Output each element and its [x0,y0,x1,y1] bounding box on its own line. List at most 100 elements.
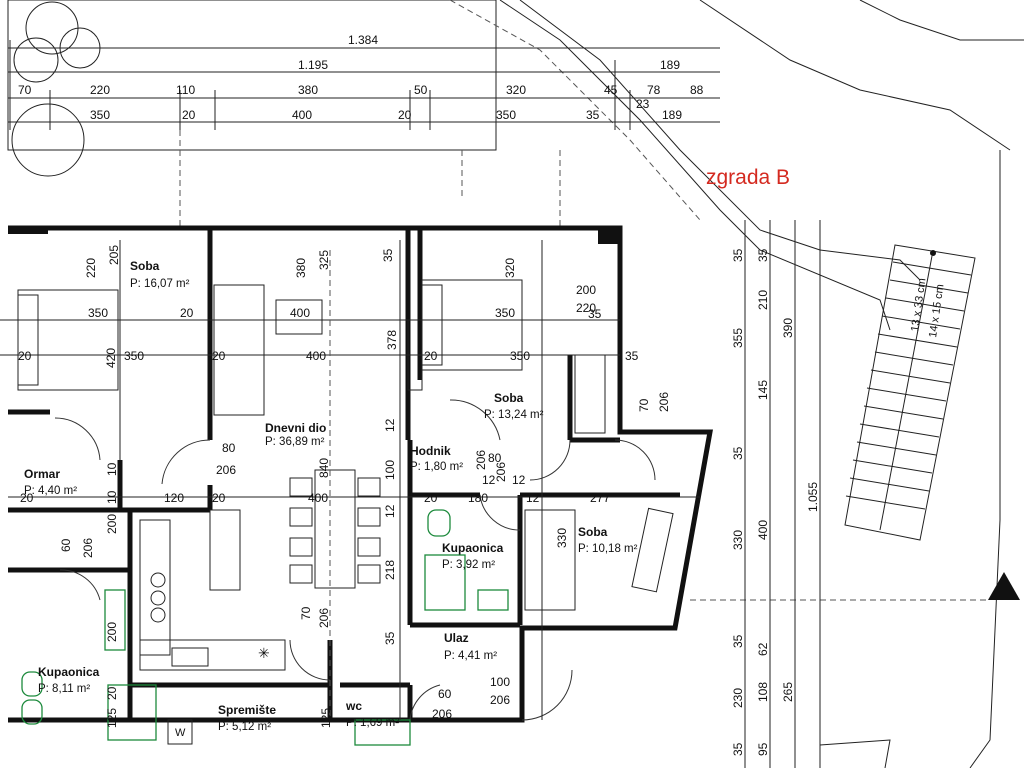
room-name: Spremište [218,703,276,717]
dimension-label: 20 [398,108,412,122]
tree-icon [13,37,59,83]
dimension-label: 218 [383,560,397,580]
dimension-label: 330 [731,530,745,550]
dimension-label: 45 [604,83,618,97]
dimension-label: 35 [731,446,745,460]
dining-table-icon [314,469,356,589]
door-swing-icon [289,639,331,681]
dimension-label: 35 [588,307,602,321]
dimension-label: 350 [90,108,110,122]
bathroom-fixtures: W ✳ [21,509,509,746]
dimension-label: 189 [662,108,682,122]
sink-icon [171,647,209,667]
external-stairs: 13 x 33 cm 14 x 15 cm [819,244,1020,768]
site-context [7,0,1024,768]
dimension-label: 70 [18,83,32,97]
dimension-label: 35 [731,742,745,756]
dimension-label: 108 [756,682,770,702]
section-marker-icon [988,572,1020,600]
dimension-label: 206 [81,538,95,558]
door-swing-icon [521,669,573,721]
dimension-label: 206 [216,463,236,477]
room-area: P: 3,92 m² [442,559,495,571]
tree-icon [25,1,79,55]
door-swing-icon [449,399,501,441]
dimension-label: 205 [107,245,121,265]
room-area: P: 16,07 m² [130,278,190,290]
dimension-label: 125 [319,708,333,728]
dimension-label: 380 [298,83,318,97]
dimension-label: 400 [308,491,328,505]
dimension-label: 400 [306,349,326,363]
dimension-label: 12 [482,473,496,487]
dimension-label: 320 [503,258,517,278]
dimension-label: 1.195 [298,58,328,72]
right-dimension-lines [744,220,821,768]
dimension-label: 35 [731,634,745,648]
kitchen-island-icon [209,509,241,591]
door-swing-icon [409,684,441,721]
dimension-label: 35 [381,248,395,262]
room-area: P: 1,80 m² [410,461,463,473]
room-area: P: 8,11 m² [38,683,90,695]
dimension-label: 125 [105,708,119,728]
toilet-icon [354,719,411,746]
dimension-label: 265 [781,682,795,702]
shower-icon [424,554,466,611]
dimension-label: 355 [731,328,745,348]
room-name: Soba [130,259,160,273]
dimension-label: 20 [212,349,226,363]
dimension-label: 12 [512,473,526,487]
dimension-label: 350 [124,349,144,363]
room-area: P: 4,41 m² [444,650,497,662]
dimension-label: 70 [637,398,651,412]
dimension-label: 220 [84,258,98,278]
washing-machine-label: W [175,727,186,739]
dimension-label: 12 [383,418,397,432]
room-area: P: 36,89 m² [265,436,325,448]
dimension-label: 23 [636,97,650,111]
dimension-label: 100 [383,460,397,480]
room-area: P: 1,69 m² [346,717,399,729]
room-name: Ulaz [444,631,469,645]
door-swing-icon [54,417,101,461]
dimension-label: 120 [164,491,184,505]
room-name: Kupaonica [38,665,100,679]
dimension-label: 220 [90,83,110,97]
dimension-label: 100 [490,675,510,689]
dimension-label: 277 [590,491,610,505]
building-title: zgrada B [706,166,790,189]
door-swing-icon [614,439,656,481]
room-name: Dnevni dio [265,421,326,435]
dimension-label: 95 [756,742,770,756]
dimension-label: 60 [59,538,73,552]
room-area: P: 10,18 m² [578,543,638,555]
dimension-label: 206 [494,462,508,482]
dimension-label: 180 [468,491,488,505]
dimension-label: 230 [731,688,745,708]
door-swing-icon [529,439,571,481]
bed-icon [17,289,119,391]
dimension-label: 35 [731,248,745,262]
bidet-icon [21,699,43,725]
dimension-label: 35 [586,108,600,122]
sofa-icon [213,284,265,416]
dimension-label: 35 [383,631,397,645]
dimension-label: 35 [625,349,639,363]
doors [54,399,656,721]
sink-icon [477,589,509,611]
room-area: P: 13,24 m² [484,409,544,421]
dimension-label: 350 [88,306,108,320]
dimension-label: 1.055 [806,482,820,512]
dimension-label: 80 [222,441,236,455]
dimension-label: 10 [105,462,119,476]
dimension-label: 400 [292,108,312,122]
room-name: Ormar [24,467,60,481]
dimension-label: 189 [660,58,680,72]
shower-icon [107,684,157,741]
dimension-label: 206 [317,608,331,628]
dimension-label: 390 [781,318,795,338]
dimension-label: 60 [438,687,452,701]
top-dimension-labels: 1.384 1.195 189 70 220 110 380 50 320 45… [18,33,704,122]
